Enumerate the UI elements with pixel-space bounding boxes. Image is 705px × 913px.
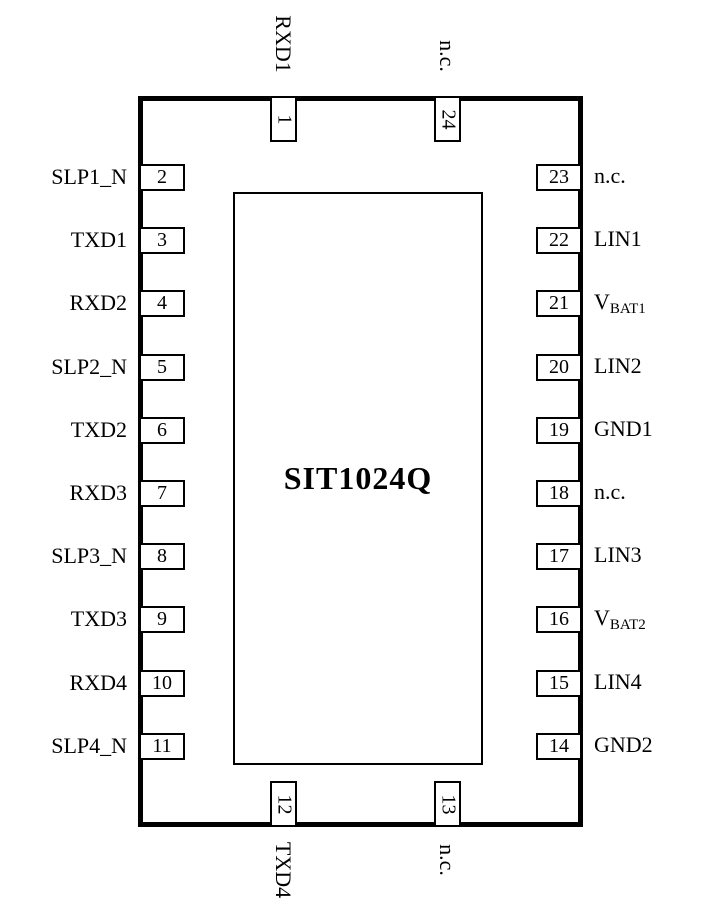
pin-number-box: 18	[536, 479, 582, 507]
pin-label-text: LIN3	[594, 541, 642, 567]
pin-label: LIN1	[594, 226, 642, 255]
pin-number-box: 20	[536, 353, 582, 381]
pin-number-box: 7	[139, 479, 185, 507]
pin-label-text: V	[594, 288, 610, 314]
pin-label: n.c.	[594, 163, 626, 192]
pin-row: 20 LIN2	[536, 353, 642, 381]
chip-inner-outline: SIT1024Q	[233, 192, 483, 765]
pin-number-box: 9	[139, 605, 185, 633]
pin-label: n.c.	[435, 844, 460, 876]
pin-label-text: LIN2	[594, 352, 642, 378]
pin-number-box: 17	[536, 542, 582, 570]
pin-label: SLP4_N	[51, 733, 127, 758]
pin-number-box: 23	[536, 163, 582, 191]
pin-label: RXD2	[69, 290, 127, 315]
pin-row: RXD3 7	[0, 479, 185, 507]
pin-number-box: 21	[536, 289, 582, 317]
pin-label-text: GND2	[594, 731, 653, 757]
pin-row: RXD2 4	[0, 289, 185, 317]
pin-label: VBAT2	[594, 605, 646, 634]
pin-row: 23 n.c.	[536, 163, 626, 191]
pin-label: GND2	[594, 732, 653, 761]
pin-row: TXD1 3	[0, 226, 185, 254]
pin-label: LIN2	[594, 353, 642, 382]
chip-outline	[138, 96, 583, 827]
pin-label-subscript: BAT2	[609, 616, 646, 633]
pin-label-text: GND1	[594, 415, 653, 441]
pin-number: 13	[437, 794, 459, 814]
pin-label: LIN3	[594, 542, 642, 571]
pin-number-box: 10	[139, 669, 185, 697]
pin-number-box: 13	[434, 781, 461, 827]
pin-label-text: V	[594, 604, 610, 630]
pin-label-text: LIN1	[594, 225, 642, 251]
pin-label: RXD3	[69, 480, 127, 505]
pin-label: GND1	[594, 416, 653, 445]
pin-number-box: 16	[536, 605, 582, 633]
pin-label: RXD4	[69, 670, 127, 695]
pin-label-subscript: BAT1	[609, 300, 646, 317]
pin-number-box: 15	[536, 669, 582, 697]
pin-number: 12	[273, 794, 295, 814]
pin-label: SLP2_N	[51, 354, 127, 379]
pin-label-text: n.c.	[594, 478, 626, 504]
pin-label: VBAT1	[594, 289, 646, 318]
pin-row: 15 LIN4	[536, 669, 642, 697]
pin-label: n.c.	[435, 40, 460, 72]
pin-label: TXD4	[271, 841, 296, 899]
pin-number: 24	[437, 109, 459, 129]
pin-number-box: 2	[139, 163, 185, 191]
pin-row: 14 GND2	[536, 732, 653, 760]
pin-label: SLP1_N	[51, 164, 127, 189]
pin-row: 16 VBAT2	[536, 605, 646, 633]
pin-number: 1	[273, 114, 295, 124]
pin-row: SLP3_N 8	[0, 542, 185, 570]
pin-label: RXD1	[271, 15, 296, 73]
pin-label: TXD2	[70, 417, 127, 442]
pin-label: LIN4	[594, 669, 642, 698]
pin-label-text: n.c.	[594, 162, 626, 188]
pin-number-box: 11	[139, 732, 185, 760]
pin-row: 18 n.c.	[536, 479, 626, 507]
pin-row: TXD2 6	[0, 416, 185, 444]
pin-number-box: 3	[139, 226, 185, 254]
pin-label: n.c.	[594, 479, 626, 508]
pin-row: 21 VBAT1	[536, 289, 646, 317]
pin-label: TXD1	[70, 227, 127, 252]
pin-row: 22 LIN1	[536, 226, 642, 254]
chip-title: SIT1024Q	[283, 460, 433, 496]
pin-row: SLP2_N 5	[0, 353, 185, 381]
pin-row: SLP4_N 11	[0, 732, 185, 760]
pin-label-text: LIN4	[594, 668, 642, 694]
pin-number-box: 6	[139, 416, 185, 444]
pin-label: TXD3	[70, 606, 127, 631]
pin-row: 19 GND1	[536, 416, 653, 444]
pin-row: RXD4 10	[0, 669, 185, 697]
pin-row: 17 LIN3	[536, 542, 642, 570]
pin-number-box: 24	[434, 96, 461, 142]
pin-number-box: 22	[536, 226, 582, 254]
pin-row: TXD3 9	[0, 605, 185, 633]
pin-number-box: 12	[270, 781, 297, 827]
pin-row: SLP1_N 2	[0, 163, 185, 191]
pin-number-box: 1	[270, 96, 297, 142]
pin-number-box: 4	[139, 289, 185, 317]
pin-label: SLP3_N	[51, 543, 127, 568]
pin-number-box: 14	[536, 732, 582, 760]
pin-number-box: 19	[536, 416, 582, 444]
pin-number-box: 5	[139, 353, 185, 381]
pin-number-box: 8	[139, 542, 185, 570]
